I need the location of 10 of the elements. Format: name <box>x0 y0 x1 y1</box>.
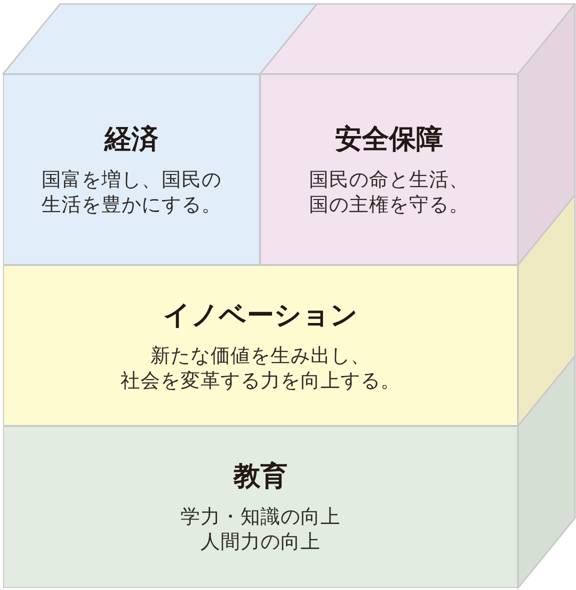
block-heading: イノベーション <box>163 298 358 332</box>
category-block <box>3 426 518 588</box>
category-block <box>3 265 518 426</box>
block-description: 学力・知識の向上人間力の向上 <box>179 504 342 554</box>
block-description: 新たな価値を生み出し、社会を変革する力を向上する。 <box>120 342 402 392</box>
block-heading: 教育 <box>234 460 288 494</box>
block-description: 国富を増し、国民の生活を豊かにする。 <box>40 166 222 216</box>
block-description: 国民の命と生活、国の主権を守る。 <box>308 166 470 216</box>
block-heading: 安全保障 <box>335 122 443 156</box>
block-heading: 経済 <box>104 122 158 156</box>
